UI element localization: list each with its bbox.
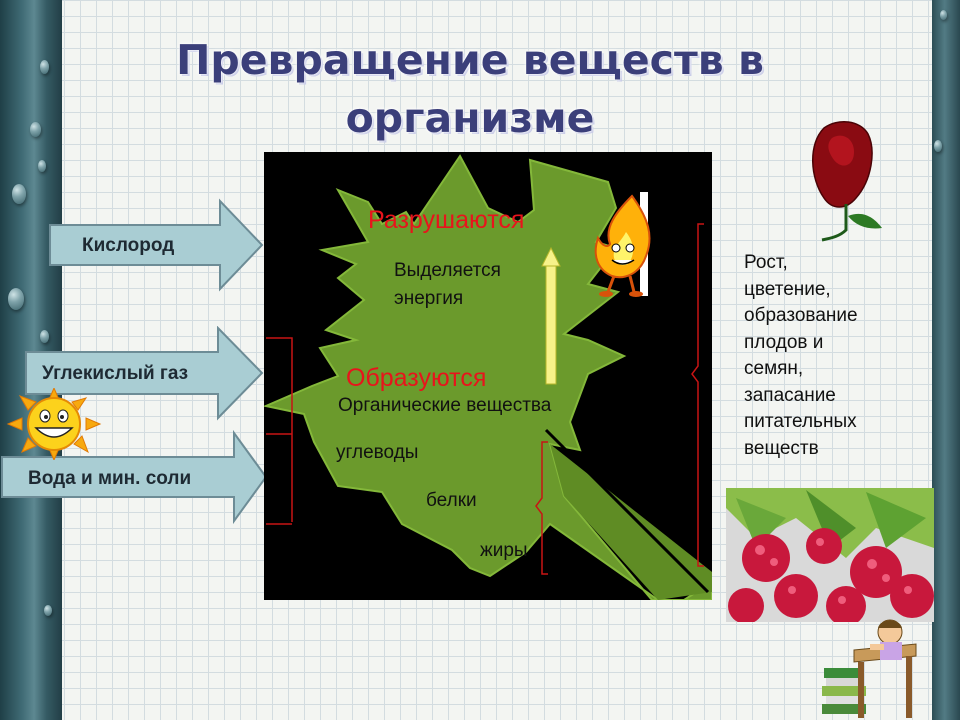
sun-icon bbox=[6, 388, 102, 460]
water-drop bbox=[30, 122, 41, 137]
slide-title: Превращение веществ в bbox=[176, 36, 764, 84]
water-drop bbox=[12, 184, 26, 204]
energy-label-line1: Выделяется bbox=[394, 260, 501, 281]
maple-leaf-icon bbox=[264, 154, 712, 600]
co2-arrow bbox=[25, 326, 264, 421]
raspberry-photo bbox=[726, 488, 934, 622]
flame-character-icon bbox=[594, 192, 651, 297]
energy-label-line2: энергия bbox=[394, 288, 464, 309]
formed-label: Образуются bbox=[346, 364, 487, 392]
organic-label: Органические вещества bbox=[338, 395, 552, 416]
water-drop bbox=[940, 10, 947, 20]
water-drop bbox=[44, 605, 52, 616]
rose-icon bbox=[812, 121, 882, 242]
water-arrow bbox=[1, 429, 268, 525]
leaf-scene: Разрушаются Выделяется энергия Образуютс… bbox=[264, 152, 712, 600]
water-label: Вода и мин. соли bbox=[28, 468, 192, 489]
slide-title-line2: организме bbox=[345, 94, 595, 142]
water-drop bbox=[934, 140, 942, 152]
oxygen-label: Кислород bbox=[82, 235, 175, 256]
water-drop bbox=[38, 160, 46, 172]
water-drop bbox=[40, 60, 49, 74]
left-brackets bbox=[266, 337, 293, 525]
student-at-desk-icon bbox=[822, 619, 917, 718]
fats-label: жиры bbox=[480, 540, 528, 561]
carbs-label: углеводы bbox=[336, 442, 419, 463]
destroyed-label: Разрушаются bbox=[368, 206, 525, 234]
water-drop bbox=[8, 288, 24, 310]
result-text: Рост, цветение, образование плодов и сем… bbox=[744, 252, 858, 459]
water-drop bbox=[40, 330, 49, 343]
oxygen-arrow bbox=[49, 198, 264, 292]
right-frame bbox=[932, 0, 960, 720]
co2-label: Углекислый газ bbox=[42, 363, 189, 384]
proteins-label: белки bbox=[426, 490, 477, 511]
